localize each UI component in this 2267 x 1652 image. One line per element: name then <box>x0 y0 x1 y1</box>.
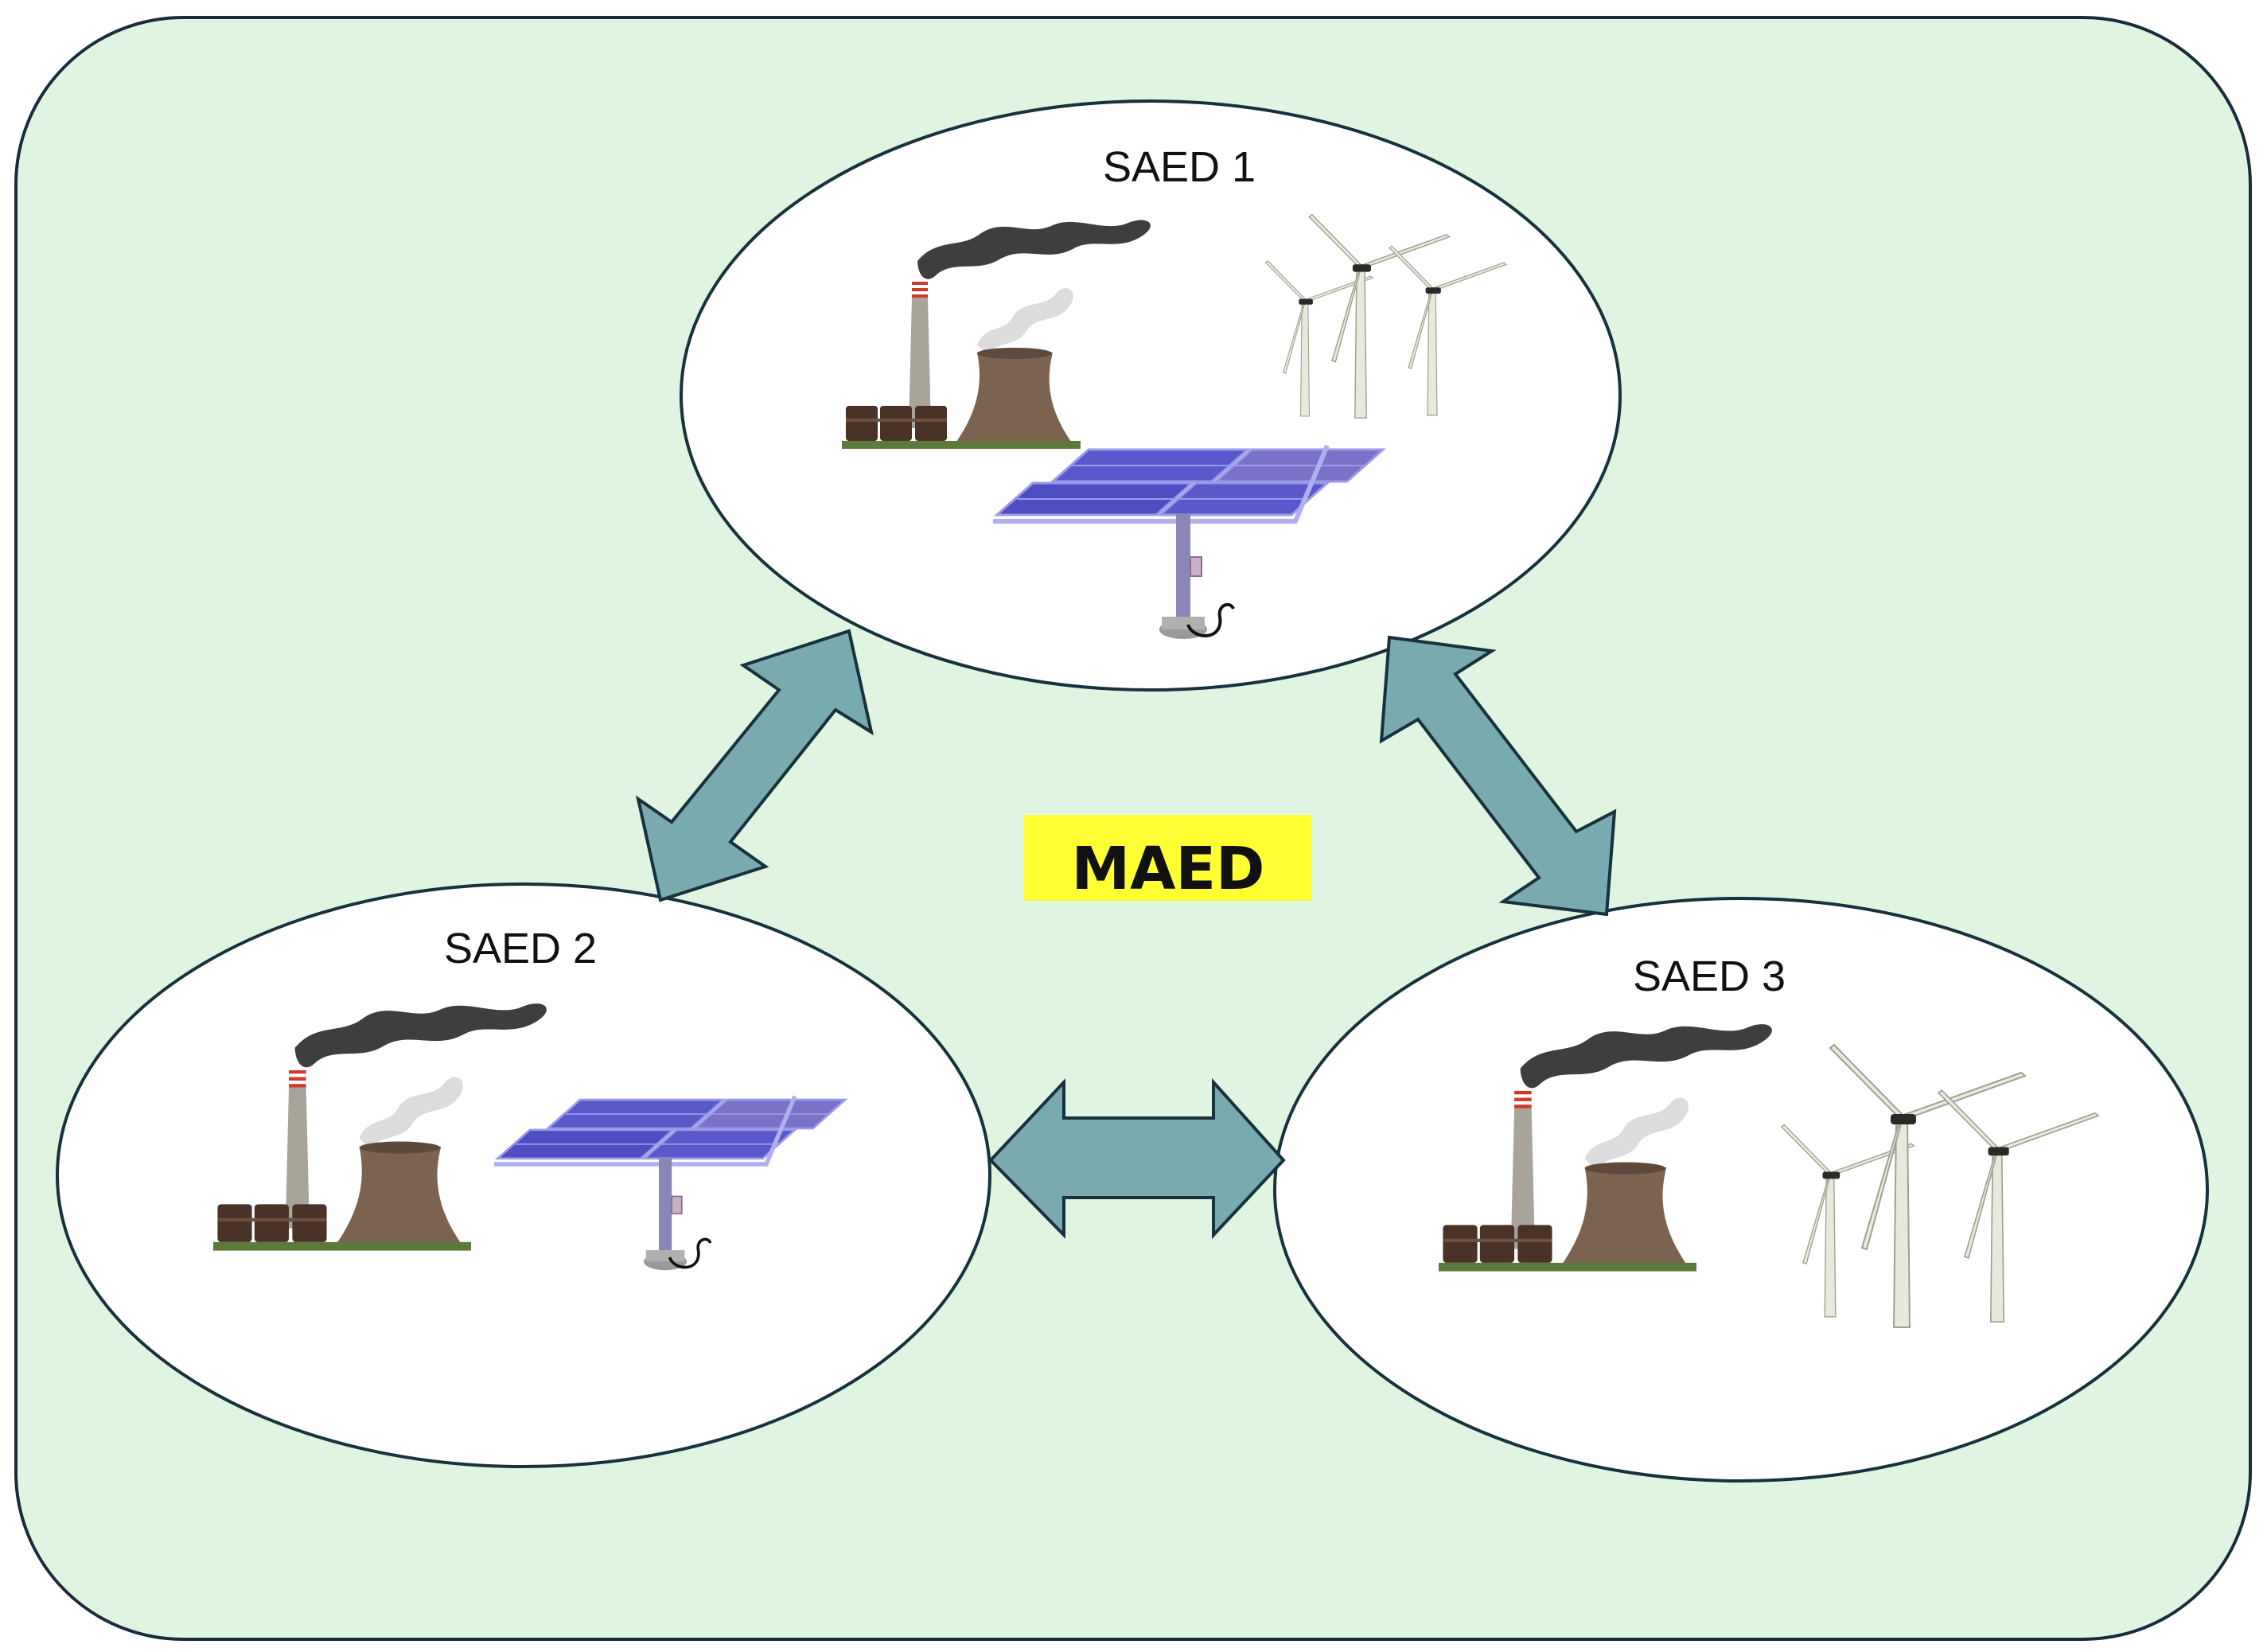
arrow-saed1-saed3 <box>1379 635 1617 917</box>
arrow-saed2-saed3 <box>988 1077 1286 1240</box>
saed-3-label: SAED 3 <box>1633 953 1786 1000</box>
saed-2-label: SAED 2 <box>444 925 597 972</box>
saed-1-label: SAED 1 <box>1103 143 1256 191</box>
saed-2-ellipse <box>56 882 991 1468</box>
saed-1-ellipse <box>680 99 1622 692</box>
maed-title-highlight <box>1024 815 1312 901</box>
arrow-saed1-saed2 <box>635 629 874 902</box>
saed-3-ellipse <box>1273 897 2209 1483</box>
maed-title: MAED <box>1072 835 1265 903</box>
